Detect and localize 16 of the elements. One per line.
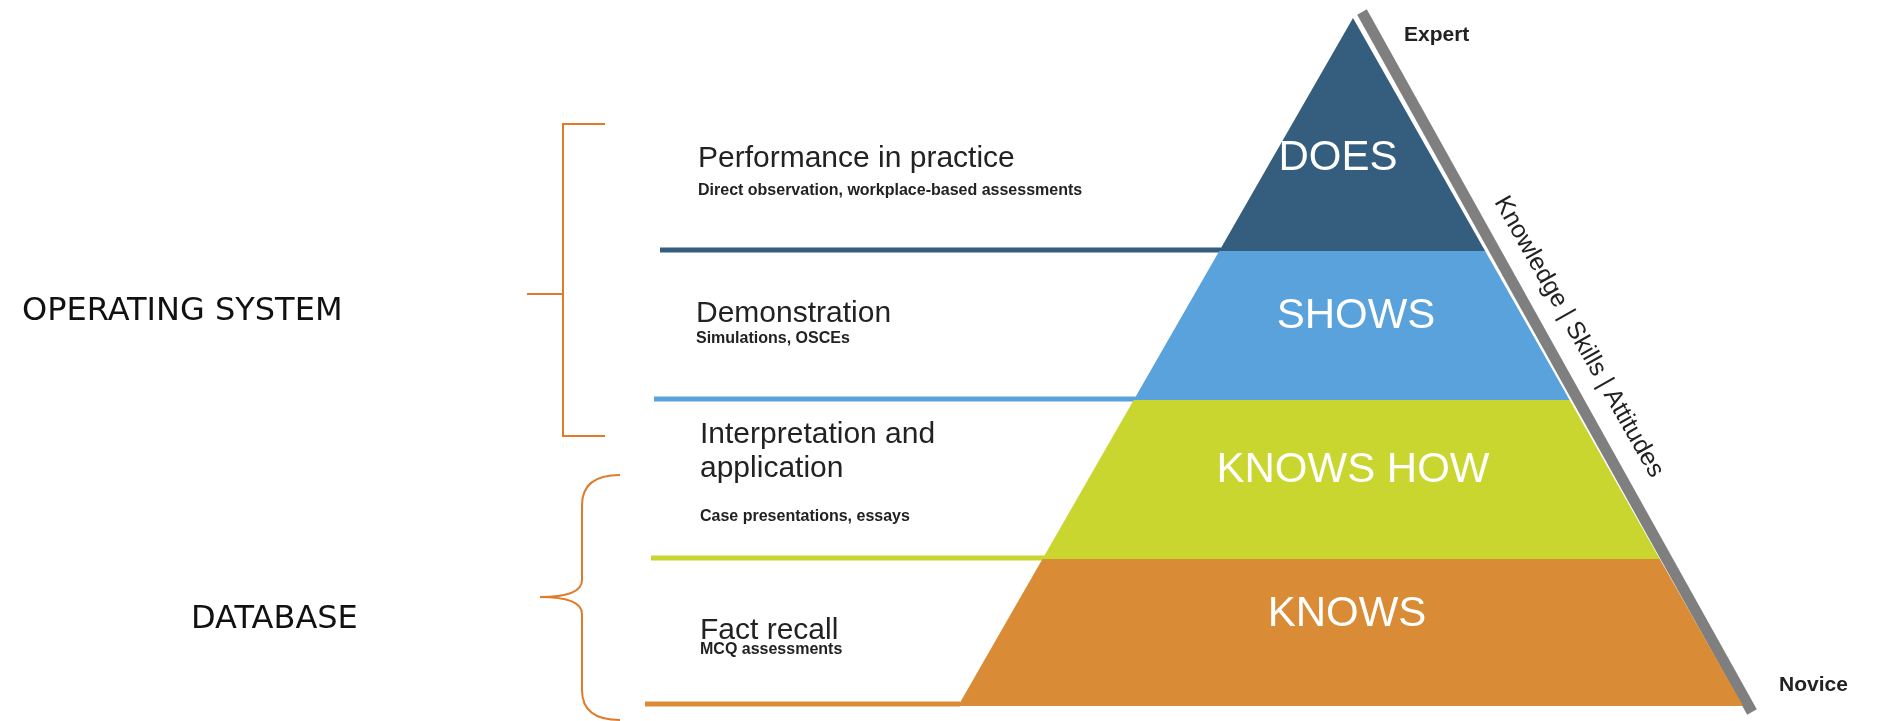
axis-end-label: Expert [1404, 22, 1470, 46]
tier-label: KNOWS HOW [1216, 444, 1490, 492]
pyramid-tier [958, 559, 1744, 706]
group-label: DATABASE [191, 598, 358, 636]
axis-end-label: Novice [1779, 672, 1848, 696]
group-label: OPERATING SYSTEM [22, 290, 343, 328]
assessment-methods-text: Direct observation, workplace-based assessments [698, 181, 1084, 199]
assessment-methods-text: Simulations, OSCEs [696, 329, 851, 347]
tier-label: SHOWS [1276, 290, 1436, 338]
tier-label: KNOWS [1267, 588, 1427, 636]
level-heading: Interpretation and application [700, 416, 937, 484]
assessment-methods-text: Case presentations, essays [700, 507, 911, 525]
level-heading: Performance in practice [698, 140, 1016, 174]
level-heading: Demonstration [696, 295, 893, 329]
pyramid-apex [1219, 18, 1486, 251]
tier-label: DOES [1278, 132, 1398, 180]
